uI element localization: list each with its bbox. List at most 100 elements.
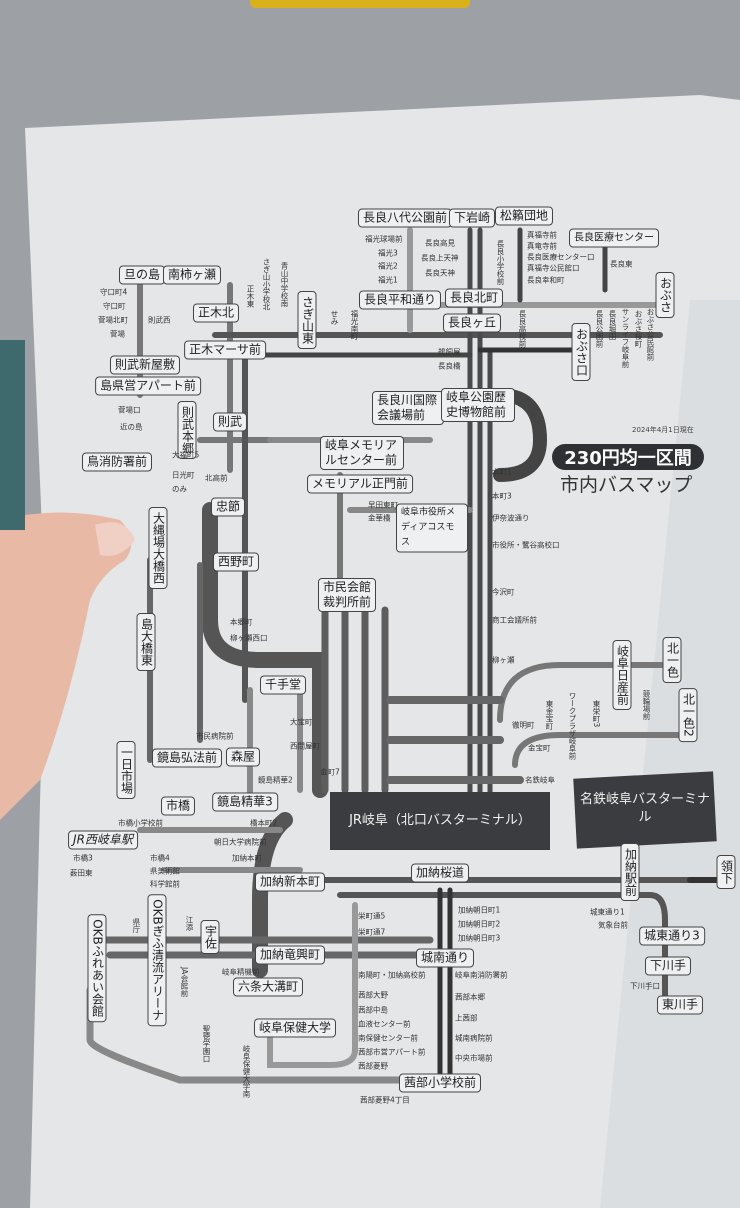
stop-shorai-danchi[interactable]: 松籟団地: [494, 206, 554, 226]
stop-chusetsu[interactable]: 忠節: [210, 497, 246, 517]
stop-noritake-hongo[interactable]: 則武本郷: [177, 401, 197, 459]
stop-memorial-center[interactable]: 岐阜メモリアルセンター前: [320, 436, 404, 470]
route-line: [202, 502, 328, 798]
minor-stop: 東栄町3: [592, 700, 601, 728]
minor-stop: 薮田東: [70, 868, 93, 878]
stop-ichihashi[interactable]: 市橋: [160, 796, 196, 816]
stop-kasebu-shogakko[interactable]: 茜部小学校前: [398, 1073, 482, 1093]
minor-stop: 長良堀田: [608, 310, 617, 340]
stop-kagashima-kobo[interactable]: 鏡島弘法前: [151, 748, 223, 768]
background-fabric: [0, 340, 25, 530]
route-line: [321, 606, 389, 794]
minor-stop: 柳ヶ瀬: [492, 655, 515, 665]
minor-stop: 長良公園前: [595, 310, 604, 348]
stop-gifu-koen[interactable]: 岐阜公園歴史博物館前: [441, 388, 515, 422]
stop-nishinomachi[interactable]: 西野町: [212, 552, 260, 572]
stop-usa[interactable]: 宇佐: [200, 920, 220, 954]
stop-hitoichiba[interactable]: 一日市場: [116, 741, 136, 799]
stop-shima-kenei-apart[interactable]: 島県営アパート前: [95, 376, 201, 396]
stop-shimin-kaikan[interactable]: 市民会館裁判所前: [318, 578, 376, 612]
stop-nagara-heiwa-dori[interactable]: 長良平和通り: [358, 290, 442, 310]
route-line: [247, 687, 303, 803]
stop-okb-fureai[interactable]: OKBふれあい会館: [87, 914, 107, 1022]
minor-stop: 長良医療センター口: [527, 252, 595, 262]
stop-tori-shobosho[interactable]: 鳥消防署前: [81, 452, 153, 472]
stop-joto-dori-3[interactable]: 城東通り3: [639, 926, 705, 946]
stop-tannoshima[interactable]: 旦の島: [118, 265, 166, 285]
minor-stop: せみ: [330, 310, 339, 325]
stop-noritake[interactable]: 則武: [212, 412, 248, 432]
stop-gifu-nissan[interactable]: 岐阜日産前: [612, 640, 632, 710]
minor-stop: 加納朝日町1: [458, 905, 501, 915]
minor-stop: 栄町通7: [358, 927, 386, 937]
stop-shima-ohashi-higashi[interactable]: 島大橋東: [136, 613, 156, 671]
minor-stop: ワークプラザ岐阜前: [568, 692, 577, 760]
stop-kano-sakuramichi[interactable]: 加納桜道: [410, 863, 470, 883]
stop-rokujo-omizo[interactable]: 六条大溝町: [232, 977, 304, 997]
stop-moriya[interactable]: 森屋: [225, 747, 261, 767]
stop-ryoge[interactable]: 領下: [716, 855, 736, 889]
stop-kitaishiki[interactable]: 北一色: [662, 637, 682, 683]
jr-gifu-terminal[interactable]: JR岐阜（北口バスターミナル）: [330, 792, 550, 850]
stop-nagara-kitamachi[interactable]: 長良北町: [444, 288, 504, 308]
minor-stop: 気象台前: [598, 920, 628, 930]
minor-stop: 福光1: [378, 275, 398, 285]
fare-title: 230円均一区間: [552, 444, 704, 470]
minor-stop: 下川手口: [630, 981, 660, 991]
meitetsu-gifu-terminal[interactable]: 名鉄岐阜バスターミナル: [580, 792, 711, 825]
minor-stop: 城東通り1: [590, 907, 625, 917]
stop-jr-nishigifu[interactable]: JR西岐阜駅: [68, 830, 138, 850]
route-line: [137, 827, 303, 873]
stop-okb-seiryu-arena[interactable]: OKBぎふ清流アリーナ: [147, 894, 167, 1026]
route-line: [437, 887, 453, 1083]
stop-kano-ekimae[interactable]: 加納駅前: [620, 843, 640, 901]
minor-stop: 聖徳学園口: [202, 1025, 211, 1063]
route-line: [252, 812, 293, 978]
minor-stop: 名鉄岐阜: [525, 775, 555, 785]
minor-stop: 茜部市営アパート前: [358, 1047, 426, 1057]
minor-stop: 大宝町: [290, 717, 313, 727]
minor-stop: JA会館前: [180, 967, 189, 997]
stop-gifu-hoken-daigaku[interactable]: 岐阜保健大学: [253, 1018, 337, 1038]
stop-onawaba-ohashi-nishi[interactable]: 大縄場大橋西: [148, 507, 168, 589]
stop-nagaragawa-kokusai[interactable]: 長良川国際会議場前: [372, 391, 444, 425]
stop-minami-kakigase[interactable]: 南柿ヶ瀬: [162, 265, 222, 285]
minor-stop: 青山中学校南: [280, 262, 289, 307]
stop-kano-ryukocho[interactable]: 加納竜興町: [254, 945, 326, 965]
stop-higashikawate[interactable]: 東川手: [656, 995, 704, 1015]
minor-stop: 茜部菱野4丁目: [360, 1095, 410, 1105]
stop-sagiyama-higashi[interactable]: さぎ山東: [297, 291, 317, 349]
minor-stop: 徹明町: [512, 720, 535, 730]
stop-masaki-kita[interactable]: 正木北: [192, 303, 240, 323]
stop-jonan-dori[interactable]: 城南通り: [415, 948, 475, 968]
stop-obusa[interactable]: おぶさ: [655, 272, 675, 318]
minor-stop: 真福寺前: [527, 230, 557, 240]
stop-obusa-guchi[interactable]: おぶさ口: [571, 323, 591, 381]
minor-stop: 金町7: [320, 767, 340, 777]
stop-senjudo[interactable]: 千手堂: [259, 675, 307, 695]
stop-kagashima-seika-3[interactable]: 鏡島精華3: [212, 792, 278, 812]
minor-stop: 長良天神: [425, 268, 455, 278]
minor-stop: 茜部本郷: [455, 992, 485, 1002]
minor-stop: さぎ山小学校北: [262, 258, 271, 311]
route-lines: [86, 227, 733, 1084]
stop-kitaishiki-2[interactable]: 北一色2: [678, 688, 698, 742]
minor-stop: 福光南町: [350, 310, 359, 340]
stop-nagara-iryo-center[interactable]: 長良医療センター: [569, 228, 659, 248]
stop-nagaragaoka[interactable]: 長良ヶ丘: [442, 313, 502, 333]
route-line: [242, 227, 608, 358]
stop-shimoiwasaki[interactable]: 下岩崎: [448, 208, 496, 228]
minor-stop: 守口町: [103, 301, 126, 311]
minor-stop: 岐阜精機前: [222, 967, 260, 977]
stop-masaki-maasa[interactable]: 正木マーサ前: [184, 340, 266, 360]
stop-kano-shinhonmachi[interactable]: 加納新本町: [254, 872, 326, 892]
stop-noritake-shinyashiki[interactable]: 則武新屋敷: [109, 355, 181, 375]
stop-memorial-seimon[interactable]: メモリアル正門前: [307, 474, 413, 494]
stop-city-hall-media-cosmos[interactable]: 岐阜市役所メディアコスモス: [396, 503, 468, 553]
hand: [0, 512, 132, 820]
stop-nagara-yashiro-koen[interactable]: 長良八代公園前: [357, 208, 453, 228]
minor-stop: おぶさ桜町: [634, 310, 643, 348]
minor-stop: 真竜寺前: [527, 241, 557, 251]
minor-stop: 加納本町: [232, 853, 262, 863]
stop-shimokawate[interactable]: 下川手: [644, 956, 692, 976]
